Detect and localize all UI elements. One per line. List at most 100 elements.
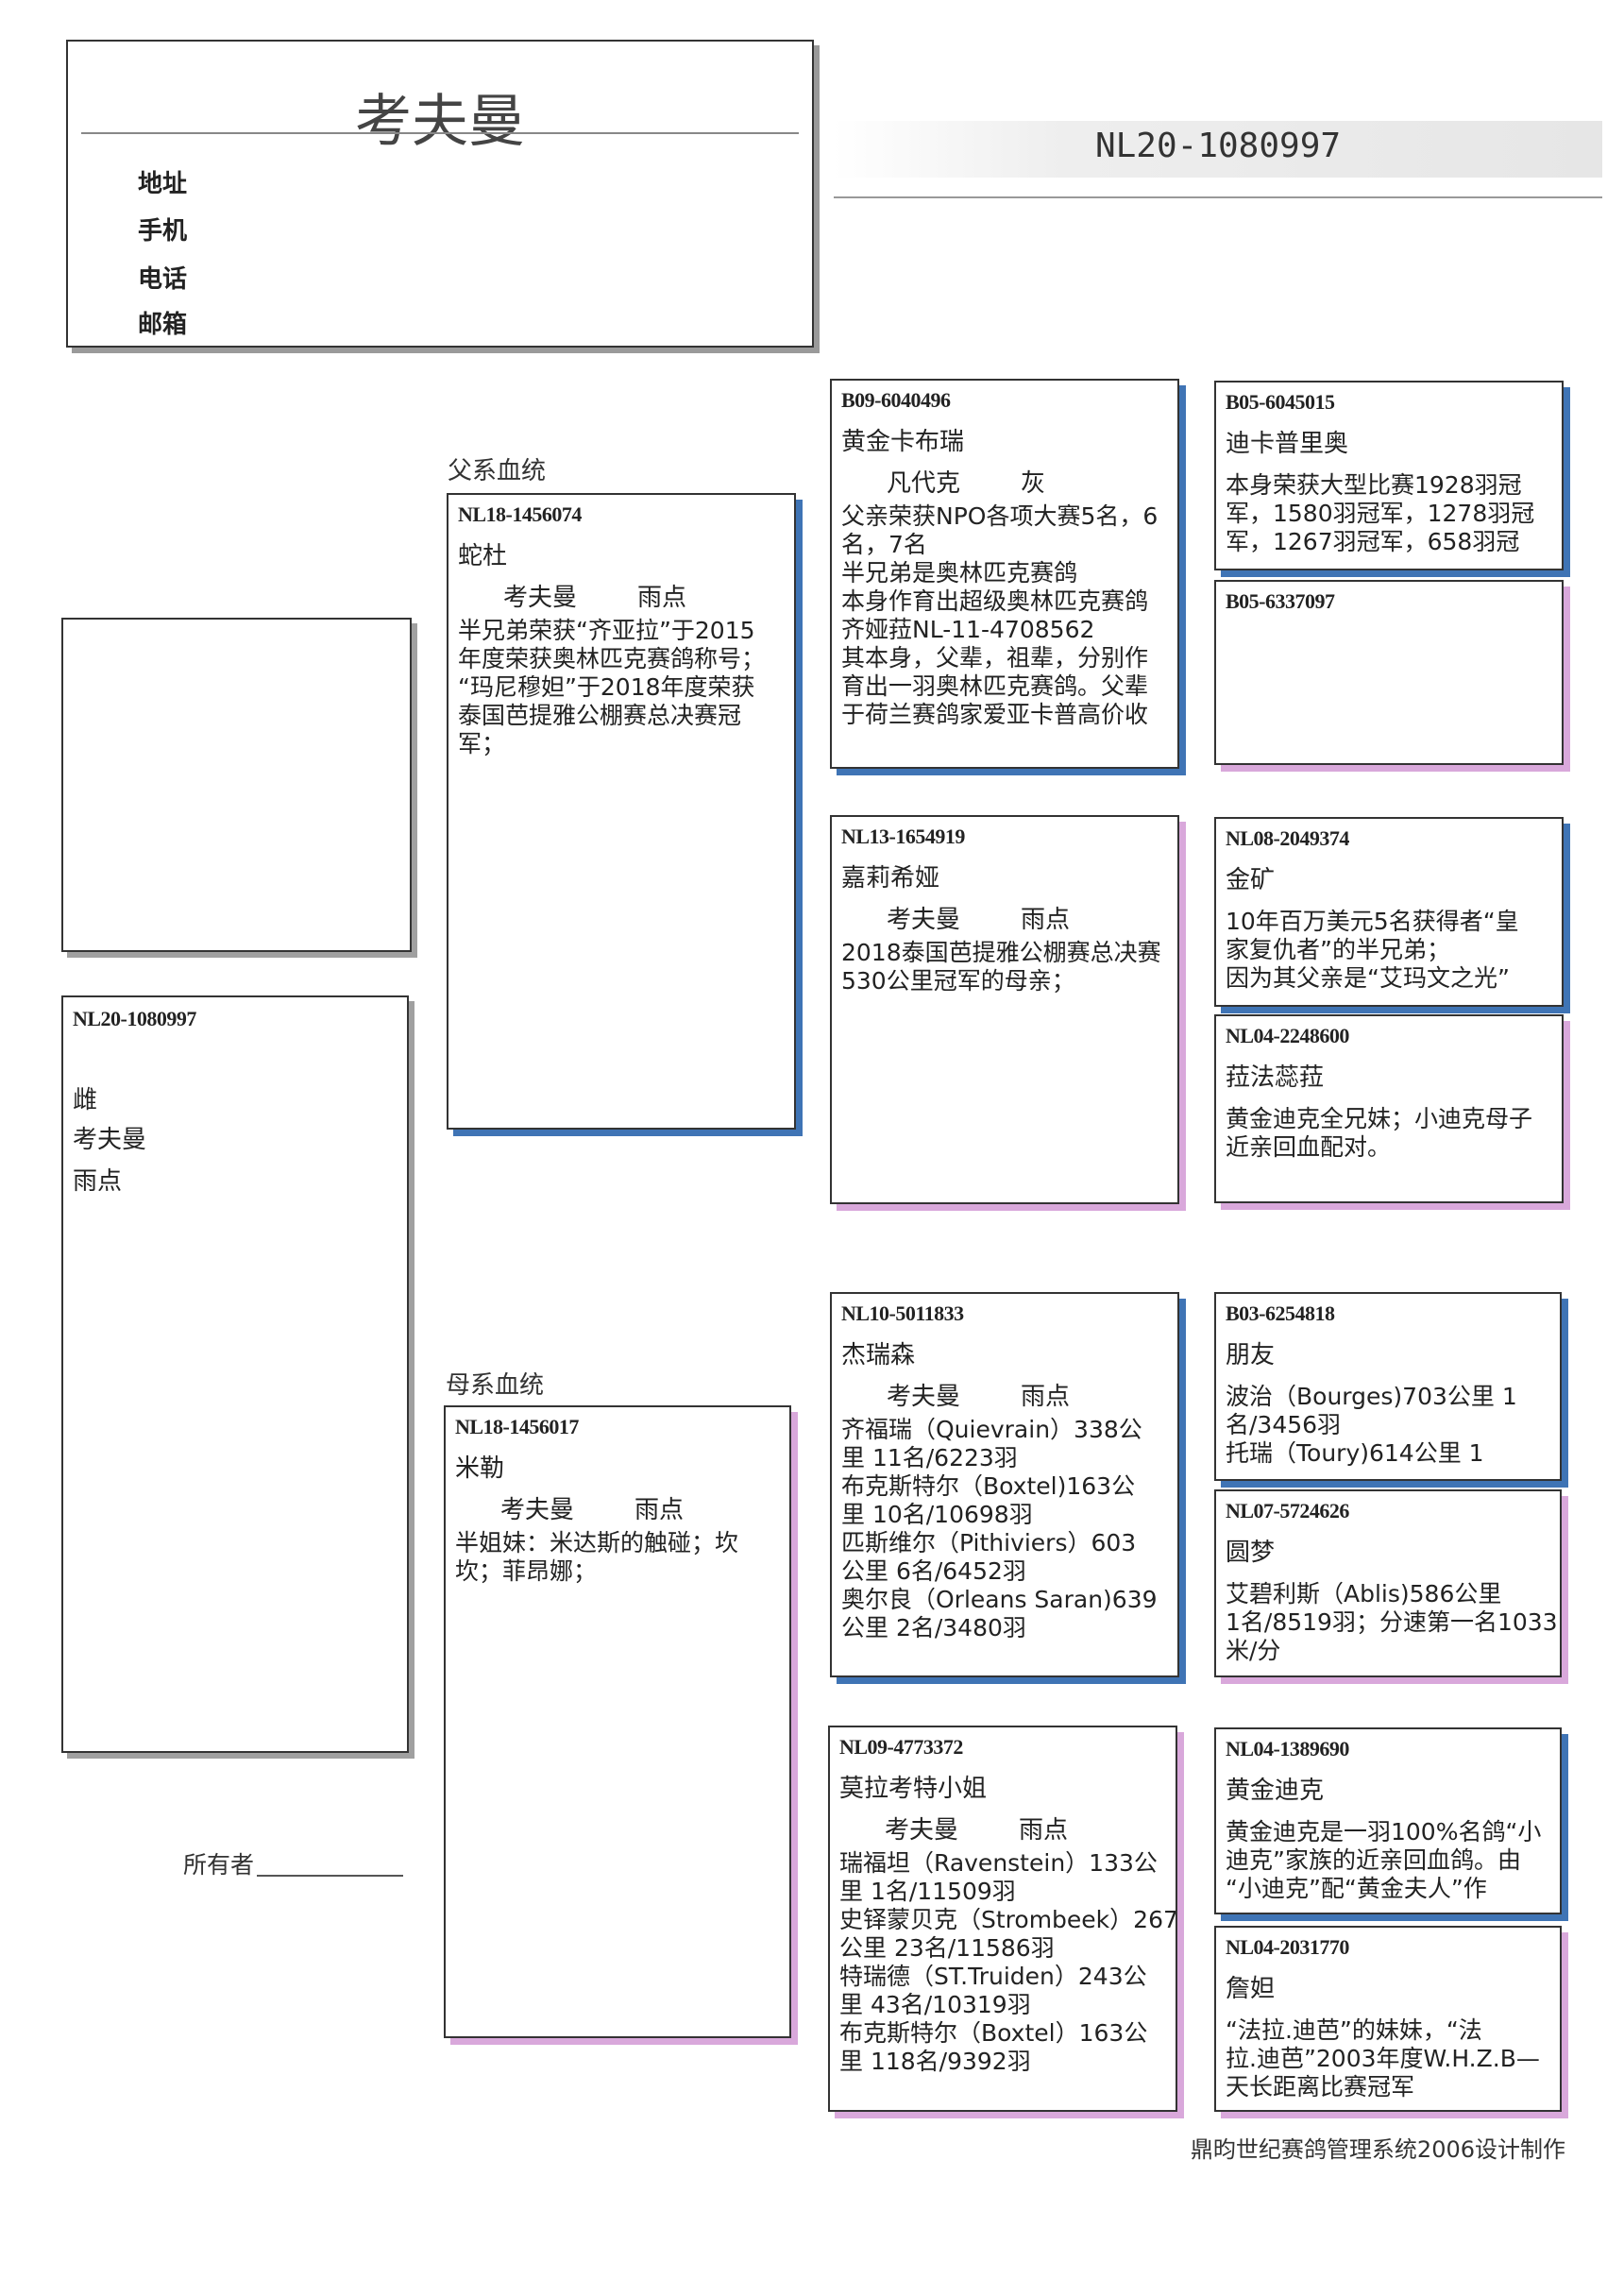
note-line: 半兄弟是奥林匹克赛鸽 xyxy=(841,559,1078,587)
pedigree-card-ddd[interactable]: NL04-2031770 詹妲 “法拉.迪芭”的妹妹，“法拉.迪芭”2003年度W.… xyxy=(1214,1926,1562,2112)
breeder-color-line: 考夫曼 雨点 xyxy=(841,1383,1168,1411)
pedigree-card-ssd[interactable]: B05-6337097 xyxy=(1214,580,1564,765)
mobile-label: 手机 xyxy=(138,217,188,246)
ring-number-divider xyxy=(834,196,1602,198)
feather-color: 雨点 xyxy=(637,584,687,612)
note-line: 瑞福坦（Ravenstein）133公 xyxy=(839,1849,1158,1877)
breeder-color-line: 考夫曼雨点 xyxy=(839,1816,1166,1845)
ring-id: NL04-1389690 xyxy=(1226,1737,1349,1760)
ring-id: B05-6337097 xyxy=(1226,589,1335,613)
breeder-color-line: 考夫曼 雨点 xyxy=(458,584,785,612)
note-line: 10年百万美元5名获得者“皇 xyxy=(1226,908,1519,935)
note-line: 黄金迪克全兄妹；小迪克母子 xyxy=(1226,1105,1533,1132)
notes: 齐福瑞（Quievrain）338公里 11名/6223羽布克斯特尔（Boxte… xyxy=(841,1416,1168,1642)
pigeon-name: 莫拉考特小姐 xyxy=(839,1775,988,1803)
pigeon-name: 詹妲 xyxy=(1226,1975,1276,2003)
note-line: 里 11名/6223羽 xyxy=(841,1444,1018,1471)
address-label: 地址 xyxy=(138,170,188,198)
ring-id: NL04-2031770 xyxy=(1226,1935,1349,1959)
note-line: 齐福瑞（Quievrain）338公 xyxy=(841,1416,1142,1443)
pedigree-card-dd[interactable]: NL09-4773372 莫拉考特小姐考夫曼雨点瑞福坦（Ravenstein）13… xyxy=(828,1726,1177,2112)
breeder-name: 凡代克 xyxy=(887,469,961,498)
note-line: “法拉.迪芭”的妹妹，“法 xyxy=(1226,2016,1482,2044)
note-line: 托瑞（Toury)614公里 1 xyxy=(1226,1439,1484,1467)
notes: 瑞福坦（Ravenstein）133公里 1名/11509羽史铎蒙贝克（Stro… xyxy=(839,1849,1177,2076)
ring-id: B09-6040496 xyxy=(841,388,951,412)
feather-color: 雨点 xyxy=(1021,906,1071,934)
note-line: 米/分 xyxy=(1226,1637,1281,1664)
note-line: 艾碧利斯（Ablis)586公里 xyxy=(1226,1580,1502,1607)
note-line: 公里 2名/3480羽 xyxy=(841,1614,1026,1641)
note-line: 家复仇者”的半兄弟； xyxy=(1226,936,1450,963)
notes: 黄金迪克是一羽100%名鸽“小迪克”家族的近亲回血鸽。由“小迪克”配“黄金夫人”… xyxy=(1226,1818,1550,1903)
ring-id: NL13-1654919 xyxy=(841,825,965,848)
note-line: 里 118名/9392羽 xyxy=(839,2048,1031,2075)
note-line: 匹斯维尔（Pithiviers）603 xyxy=(841,1529,1137,1556)
note-line: 育出一羽奥林匹克赛鸽。父辈 xyxy=(841,672,1149,700)
pigeon-name: 圆梦 xyxy=(1226,1539,1276,1567)
breeder-name: 考夫曼 xyxy=(500,1496,575,1524)
pigeon-name: 嘉莉希娅 xyxy=(841,864,940,893)
ring-number-band xyxy=(834,121,1602,178)
note-line: 军，1267羽冠军，658羽冠 xyxy=(1226,528,1520,555)
note-line: 里 10名/10698羽 xyxy=(841,1501,1033,1528)
note-line: 公里 6名/6452羽 xyxy=(841,1557,1026,1585)
feather-color: 灰 xyxy=(1021,469,1046,498)
feather-color: 雨点 xyxy=(1021,1383,1071,1411)
note-line: 布克斯特尔（Boxtel）163公 xyxy=(839,2019,1148,2047)
email-label: 邮箱 xyxy=(138,311,188,339)
notes: “法拉.迪芭”的妹妹，“法拉.迪芭”2003年度W.H.Z.B—天长距离比赛冠军 xyxy=(1226,2016,1550,2101)
pigeon-name: 米勒 xyxy=(455,1454,505,1483)
note-line: 于荷兰赛鸽家爱亚卡普高价收 xyxy=(841,701,1149,728)
note-line: 天长距离比赛冠军 xyxy=(1226,2073,1415,2100)
breeder-color-line: 考夫曼雨点 xyxy=(841,906,1168,934)
breeder-name: 考夫曼 xyxy=(503,584,578,612)
note-line: 2018泰国芭提雅公棚赛总决赛 xyxy=(841,939,1161,966)
ring-id: NL18-1456074 xyxy=(458,502,582,526)
feather-color: 雨点 xyxy=(1019,1816,1069,1845)
note-line: 拉.迪芭”2003年度W.H.Z.B— xyxy=(1226,2045,1540,2072)
note-line: 特瑞德（ST.Truiden）243公 xyxy=(839,1963,1147,1990)
phone-label: 电话 xyxy=(138,265,188,294)
pigeon-name: 朋友 xyxy=(1226,1341,1276,1369)
pigeon-name: 蛇杜 xyxy=(458,542,508,570)
subject-sex: 雌 xyxy=(73,1086,98,1114)
note-line: 530公里冠军的母亲； xyxy=(841,967,1075,995)
note-line: 年度荣获奥林匹克赛鸽称号； xyxy=(458,645,766,672)
ring-id: NL09-4773372 xyxy=(839,1735,963,1759)
footer-credit: 鼎昀世纪赛鸽管理系统2006设计制作 xyxy=(1190,2136,1565,2163)
note-line: 里 43名/10319羽 xyxy=(839,1991,1031,2018)
note-line: 半兄弟荣获“齐亚拉”于2015 xyxy=(458,617,755,644)
note-line: 史铎蒙贝克（Strombeek）267 xyxy=(839,1906,1177,1933)
note-line: 黄金迪克是一羽100%名鸽“小 xyxy=(1226,1818,1542,1845)
note-line: 迪克”家族的近亲回血鸽。由 xyxy=(1226,1846,1521,1874)
note-line: 1名/8519羽；分速第一名1033 xyxy=(1226,1608,1558,1636)
subject-pigeon-card: NL20-1080997 雌 考夫曼 雨点 xyxy=(61,995,409,1753)
note-line: 军； xyxy=(458,730,506,757)
note-line: “玛尼穆妲”于2018年度荣获 xyxy=(458,673,755,701)
note-line: 其本身，父辈，祖辈，分别作 xyxy=(841,644,1149,672)
note-line: 奥尔良（Orleans Saran)639 xyxy=(841,1586,1158,1613)
photo-placeholder xyxy=(61,618,412,952)
note-line: 齐娅菈NL-11-4708562 xyxy=(841,616,1095,643)
ring-id: NL08-2049374 xyxy=(1226,826,1349,850)
owner-info-box: 考夫曼 地址 手机 电话 邮箱 xyxy=(66,40,814,348)
owner-label: 所有者 xyxy=(183,1851,255,1879)
pigeon-name: 杰瑞森 xyxy=(841,1341,916,1369)
breeder-name: 考夫曼 xyxy=(887,1383,961,1411)
